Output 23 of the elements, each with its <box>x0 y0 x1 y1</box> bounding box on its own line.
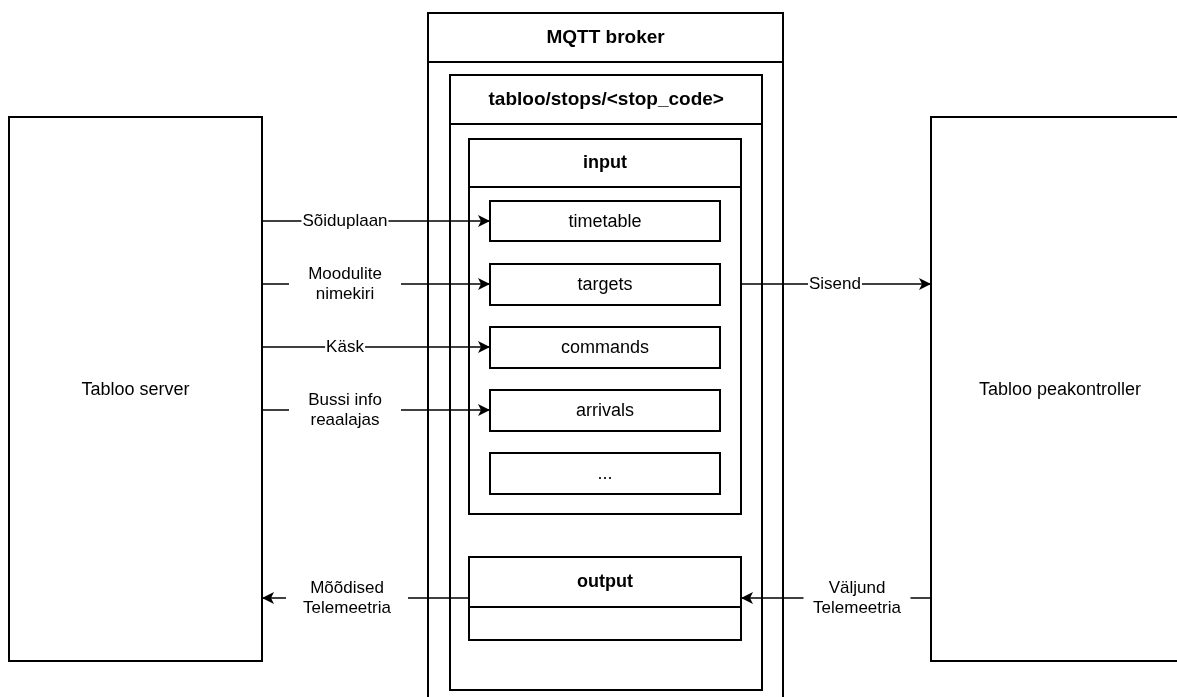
controller-box <box>930 116 1177 662</box>
topic-box <box>489 263 721 306</box>
box-label: Tabloo peakontroller <box>979 378 1142 400</box>
box-label: targets <box>577 274 633 295</box>
input-container <box>468 138 742 515</box>
box-label: Tabloo server <box>81 378 190 400</box>
server-box <box>8 116 263 662</box>
topic-container <box>449 74 763 691</box>
output-container <box>468 556 742 641</box>
topic-box <box>489 326 721 369</box>
container-title: input <box>583 151 627 173</box>
box-label: ... <box>597 463 613 484</box>
box-label: timetable <box>568 210 642 232</box>
container-title: output <box>577 570 633 592</box>
box-label: arrivals <box>576 400 634 421</box>
container-title: MQTT broker <box>546 25 665 48</box>
container-title: tabloo/stops/<stop_code> <box>488 87 724 110</box>
broker-container <box>427 12 784 697</box>
topic-box <box>489 200 721 242</box>
arrow <box>262 341 490 353</box>
topic-box <box>489 389 721 432</box>
box-label: commands <box>561 337 650 358</box>
topic-box <box>489 452 721 495</box>
